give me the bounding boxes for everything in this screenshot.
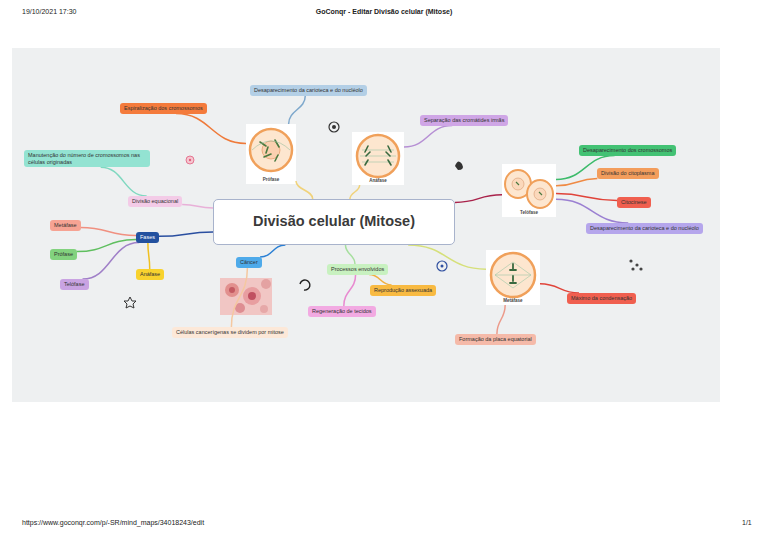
print-footer: 1/1 bbox=[742, 519, 752, 526]
branch-connector bbox=[83, 243, 140, 279]
node-text: Prófase bbox=[263, 177, 280, 182]
branch-connector bbox=[497, 305, 505, 334]
topic-box: Desaparecimento da carioteca e do nucléo… bbox=[586, 223, 703, 234]
canvas-background bbox=[12, 48, 720, 402]
anaphase-illustration bbox=[352, 132, 404, 185]
topic-box: Câncer bbox=[236, 257, 262, 268]
topic-box: Desaparecimento dos cromossomos bbox=[579, 145, 676, 156]
node-text: Manutenção do número de cromossomos nas … bbox=[28, 152, 140, 165]
topic-box: Regeneração de tecidos bbox=[308, 306, 376, 317]
node-text: Desaparecimento da carioteca e do nucléo… bbox=[590, 225, 699, 231]
branch-connector bbox=[176, 114, 246, 144]
node-text: Anáfase bbox=[140, 271, 160, 277]
node-text: Processos envolvidos bbox=[331, 266, 384, 272]
branch-connector bbox=[260, 245, 285, 257]
node-text: Câncer bbox=[240, 259, 258, 265]
node-text: Metáfase bbox=[54, 222, 77, 228]
topic-box: Divisão equacional bbox=[128, 196, 182, 207]
node-text: Divisão equacional bbox=[132, 198, 178, 204]
branch-connector bbox=[408, 245, 486, 269]
topic-box: Reprodução assexuada bbox=[370, 285, 436, 296]
branch-connector bbox=[350, 185, 360, 199]
topic-box: Separação das cromátides irmãs bbox=[420, 115, 508, 126]
cancer-cells-photo bbox=[220, 278, 272, 315]
topic-box: Formação da placa equatorial bbox=[455, 334, 536, 345]
node-text: Separação das cromátides irmãs bbox=[424, 117, 504, 123]
node-text: Células cancerígenas se dividem por mito… bbox=[176, 329, 284, 335]
node-text: Máximo da condensação bbox=[571, 295, 632, 301]
branch-connector bbox=[556, 179, 597, 186]
node-text: Formação da placa equatorial bbox=[459, 336, 532, 342]
branch-connector bbox=[345, 245, 354, 264]
node-text: Regeneração de tecidos bbox=[312, 308, 372, 314]
central-topic: Divisão celular (Mitose) bbox=[213, 199, 455, 245]
branch-connector bbox=[289, 96, 306, 124]
topic-box: Telófase bbox=[60, 279, 89, 290]
phase-image-node: Metáfase bbox=[486, 250, 540, 305]
print-header: 19/10/2021 17:30 bbox=[22, 8, 77, 15]
branch-connector bbox=[81, 228, 136, 236]
branch-connector bbox=[159, 232, 213, 236]
branch-connector bbox=[77, 240, 136, 252]
node-text: Anáfase bbox=[369, 178, 387, 183]
branch-connector bbox=[455, 195, 502, 203]
print-footer: https://www.goconqr.com/p/-SR/mind_maps/… bbox=[22, 519, 204, 526]
node-text: Fases bbox=[140, 234, 155, 240]
topic-box: Manutenção do número de cromossomos nas … bbox=[24, 150, 150, 167]
topic-box: Divisão do citoplasma bbox=[597, 168, 659, 179]
node-text: Divisão celular (Mitose) bbox=[253, 213, 415, 230]
topic-box: Processos envolvidos bbox=[327, 264, 388, 275]
topic-box: Desaparecimento da carioteca e do nucléo… bbox=[250, 85, 367, 96]
node-text: Citocinese bbox=[621, 199, 647, 205]
decorative-icons bbox=[124, 122, 643, 308]
telophase-illustration bbox=[502, 164, 556, 217]
branch-connector bbox=[344, 275, 356, 306]
topic-box: Prófase bbox=[50, 249, 77, 260]
topic-box: Citocinese bbox=[617, 197, 651, 208]
prophase-illustration bbox=[246, 124, 296, 184]
phase-image-node: Prófase bbox=[246, 124, 296, 184]
node-text: Divisão do citoplasma bbox=[601, 170, 655, 176]
node-text: Prófase bbox=[54, 251, 73, 257]
node-text: Desaparecimento dos cromossomos bbox=[583, 147, 672, 153]
node-text: Espiralização dos cromossomos bbox=[124, 105, 203, 111]
print-header: GoConqr - Editar Divisão celular (Mitose… bbox=[316, 8, 453, 15]
topic-box: Células cancerígenas se dividem por mito… bbox=[172, 327, 288, 338]
node-text: Telófase bbox=[64, 281, 85, 287]
topic-box: Espiralização dos cromossomos bbox=[120, 103, 207, 114]
metaphase-illustration bbox=[486, 250, 540, 305]
phase-image-node: Telófase bbox=[502, 164, 556, 217]
topic-box: Metáfase bbox=[50, 220, 81, 231]
branch-connector bbox=[182, 204, 213, 208]
node-text: Metáfase bbox=[503, 298, 522, 303]
branch-connector bbox=[148, 243, 150, 269]
node-text: Telófase bbox=[520, 210, 538, 215]
phase-image-node: Anáfase bbox=[352, 132, 404, 185]
branch-connector bbox=[540, 284, 579, 293]
node-text: Reprodução assexuada bbox=[374, 287, 432, 293]
branch-connector bbox=[369, 275, 392, 285]
node-text: Desaparecimento da carioteca e do nucléo… bbox=[254, 87, 363, 93]
topic-box: Máximo da condensação bbox=[567, 293, 636, 304]
branch-connector bbox=[404, 126, 452, 147]
branch-connector bbox=[101, 167, 147, 196]
branch-connector bbox=[556, 194, 617, 201]
topic-box: Fases bbox=[136, 232, 159, 243]
branch-connector bbox=[231, 268, 247, 327]
topic-box: Anáfase bbox=[136, 269, 164, 280]
branch-connector bbox=[296, 181, 313, 199]
